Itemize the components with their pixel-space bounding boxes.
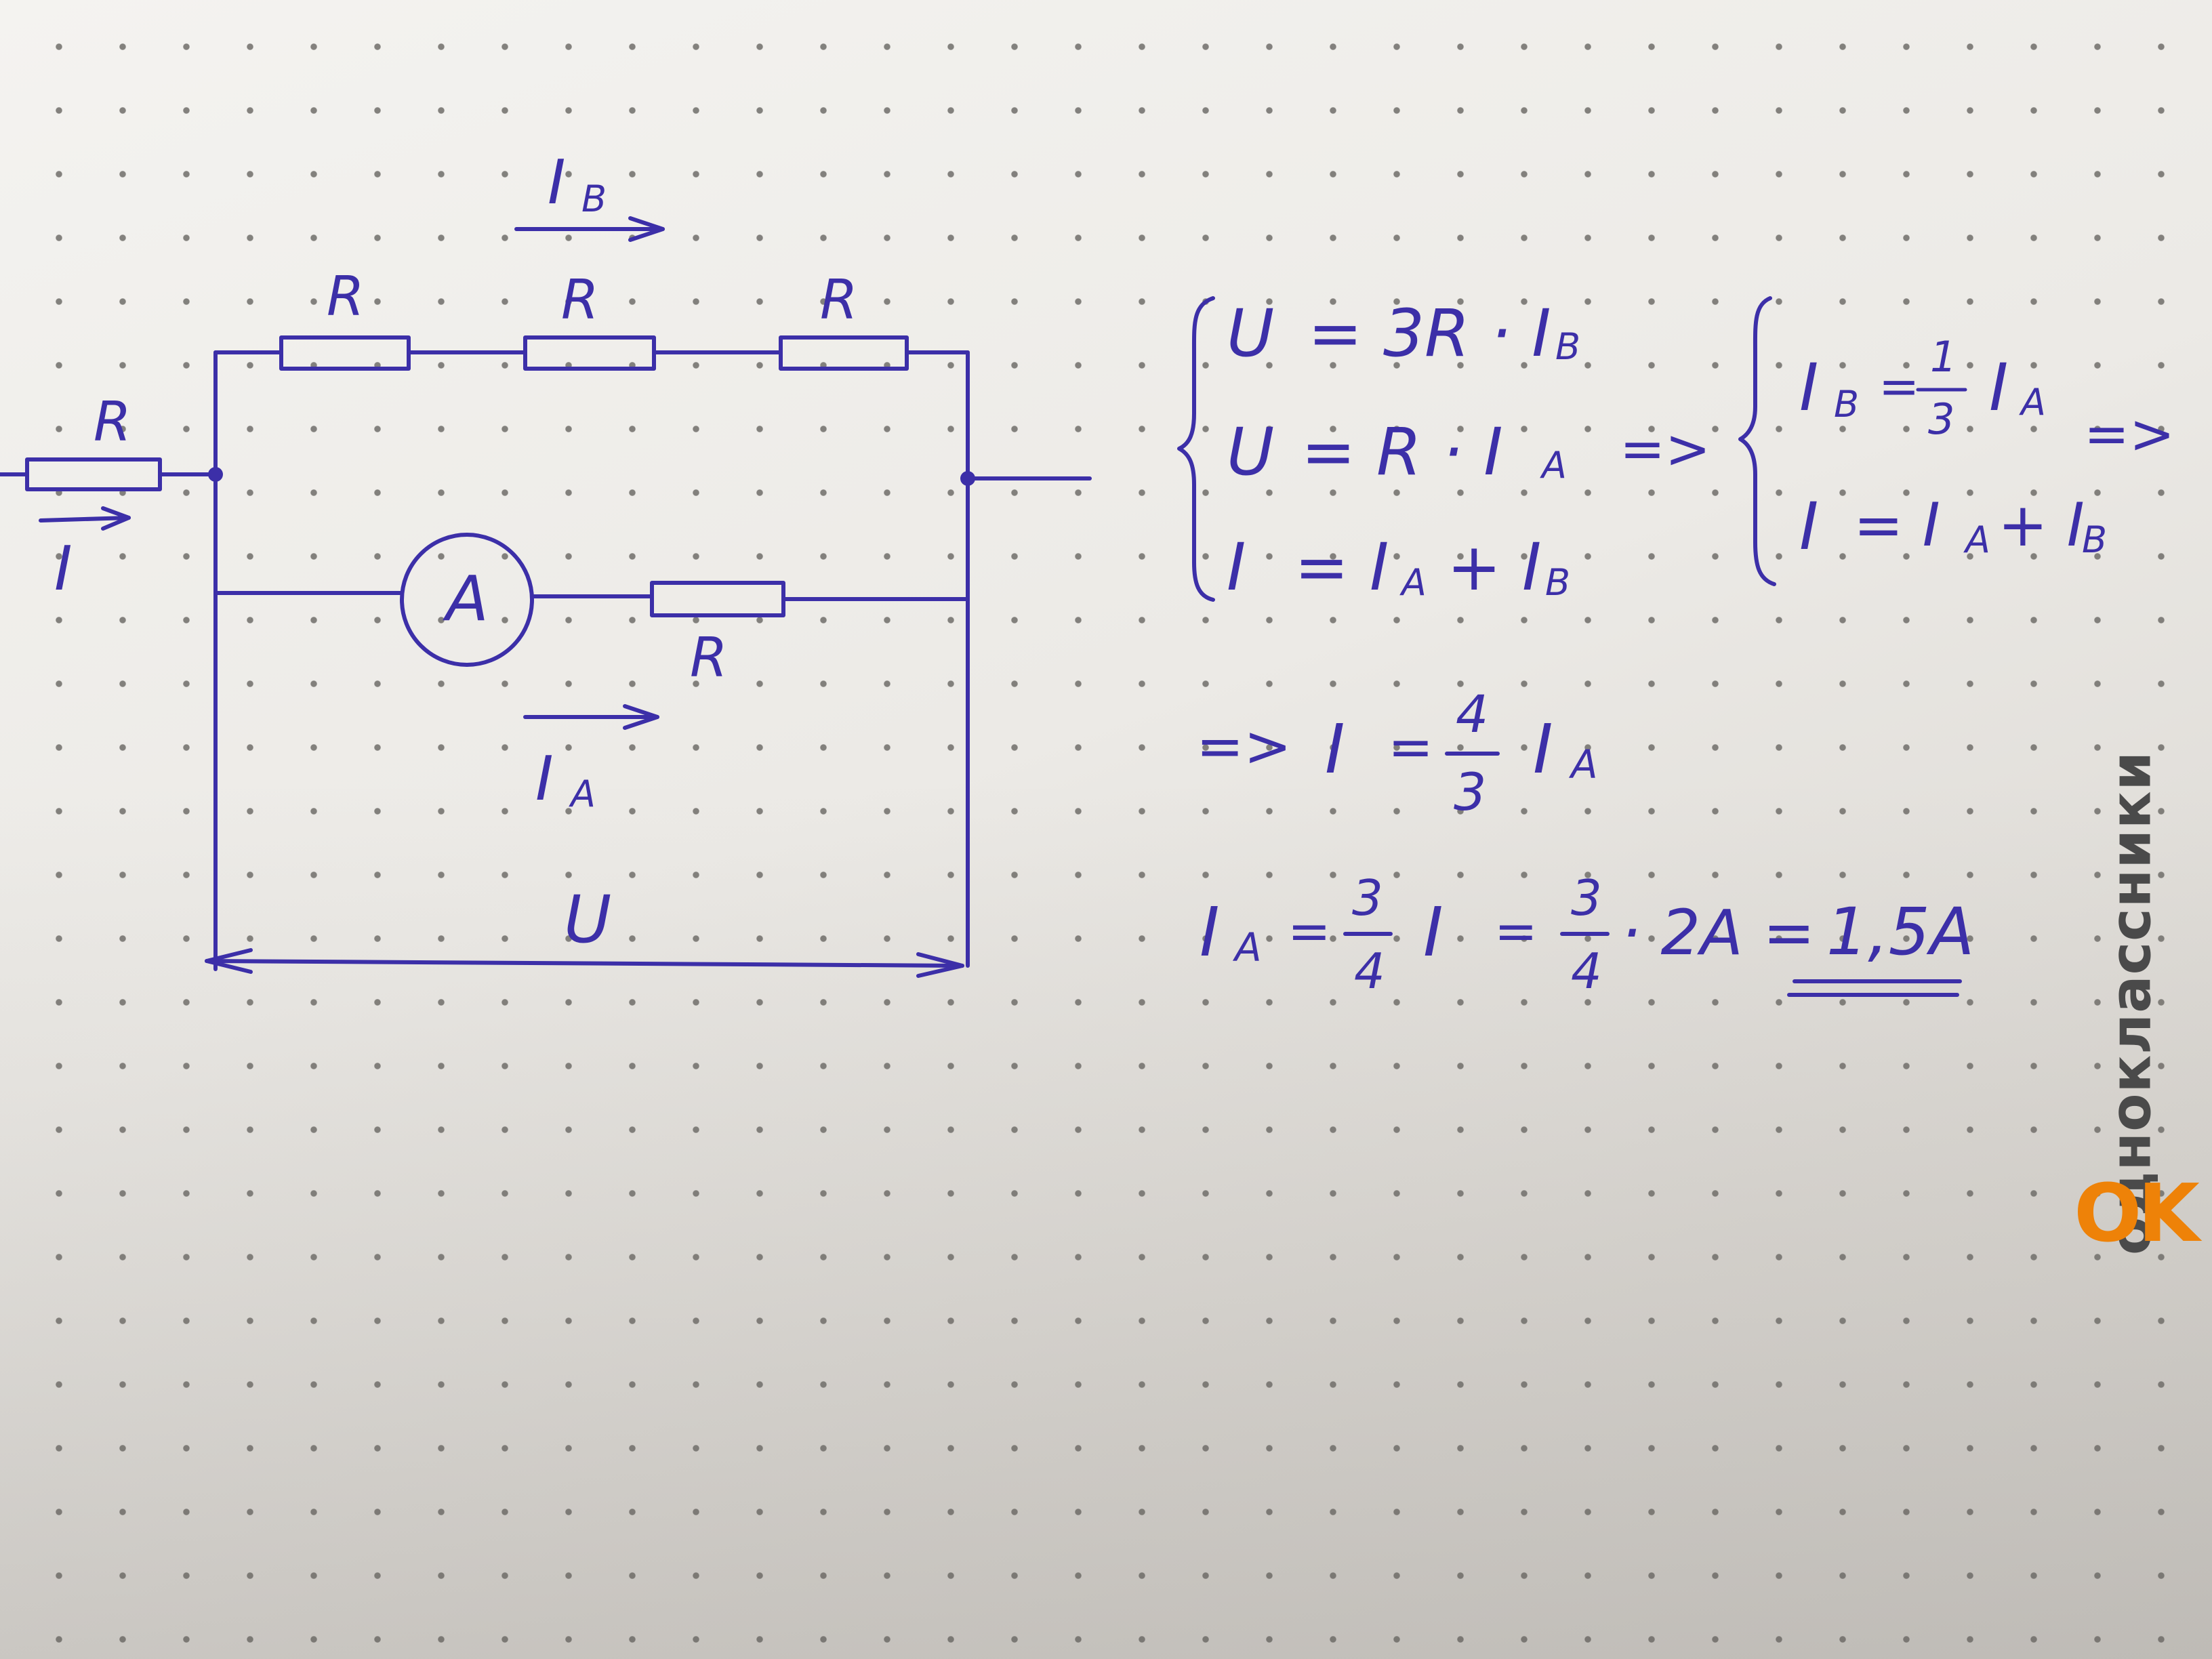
sys2-row1-rhs: I [1989, 350, 2008, 426]
current-arrow-total-head [101, 506, 131, 531]
result2-den2: 4 [1571, 943, 1602, 1000]
label-current-top-sub: B [581, 178, 607, 220]
result2-num1: 3 [1352, 869, 1383, 926]
sys2-row2-sub: A [1963, 518, 1990, 561]
sys2-row1-den: 3 [1928, 394, 1954, 444]
sys2-row1-lhs: I [1799, 350, 1818, 426]
result2-mid: I [1423, 893, 1443, 972]
paper-shadow [0, 779, 2212, 1659]
result2-lhs: I [1200, 893, 1220, 972]
voltage-arrow-line [205, 959, 964, 968]
sys2-row2-tail: + I [1998, 490, 2085, 560]
current-arrow-top-head [628, 216, 665, 242]
sys1-row2-lhs: U [1227, 414, 1274, 490]
label-current-total: I [54, 533, 73, 605]
label-r-top-3: R [820, 268, 858, 331]
label-ammeter: A [443, 562, 489, 635]
sys1-row3-rhs: = I [1294, 529, 1389, 605]
system1-brace [1177, 296, 1215, 602]
sys2-implies: => [2084, 403, 2175, 466]
resistor-series [25, 457, 162, 491]
ok-logo: OK [2067, 1166, 2203, 1260]
current-arrow-total [39, 516, 131, 523]
result1: => I = 4 3 I A [1196, 684, 1598, 822]
result2-eq1: = [1288, 901, 1331, 961]
label-voltage: U [564, 882, 611, 958]
current-arrow-bottom-head [623, 704, 659, 730]
sys1-row3-lhs: I [1227, 529, 1246, 605]
label-r-top-2: R [561, 268, 599, 331]
voltage-arrow-right-head [916, 952, 964, 978]
sys1-row1-sub: B [1555, 325, 1580, 368]
voltage-arrow-left-head [205, 948, 253, 974]
sys1-row1-rhs: = 3R · I [1308, 295, 1551, 371]
result1-rhs: I [1533, 710, 1553, 789]
ok-logo-text: OK [2074, 1166, 2200, 1260]
sys1-row3-tail: + I [1447, 529, 1541, 605]
circuit-diagram [0, 216, 1092, 978]
sys1-row2-sub: A [1540, 444, 1567, 487]
system1: U = 3R · I B U = R · I A => I = I A + I … [1227, 295, 1711, 605]
result2-den1: 4 [1354, 943, 1385, 1000]
result1-eq: = [1388, 716, 1433, 779]
sys1-row1-lhs: U [1227, 295, 1274, 371]
resistor-top-2 [523, 335, 656, 371]
sys2-row2-eq: = I [1853, 490, 1940, 560]
sys1-row3-sub: A [1399, 561, 1427, 604]
label-current-bottom: I [535, 743, 554, 815]
result1-num: 4 [1456, 684, 1488, 744]
result1-implies: => [1196, 713, 1292, 779]
sys2-row1-rhs-sub: A [2019, 381, 2046, 424]
sys1-row2-rhs: = R · I [1301, 414, 1503, 490]
label-r-middle: R [690, 626, 728, 689]
resistor-top-3 [779, 335, 909, 371]
result2-answer: 1,5A [1826, 894, 1974, 970]
ammeter [400, 533, 534, 667]
sys2-row1-eq: = [1879, 358, 1919, 415]
label-r-series: R [94, 390, 131, 453]
result2: I A = 3 4 I = 3 4 · 2A = 1,5A [1200, 869, 1974, 1000]
result2-lhs-sub: A [1232, 924, 1262, 970]
result1-rhs-sub: A [1568, 741, 1598, 787]
sys2-row2-lhs: I [1799, 489, 1818, 565]
result1-lhs: I [1325, 710, 1345, 789]
label-current-bottom-sub: A [569, 773, 596, 815]
result2-num2: 3 [1571, 869, 1602, 926]
label-current-top: I [548, 147, 566, 218]
circuit-labels: R R R R R A I I B I A U [54, 147, 858, 958]
resistor-top-1 [279, 335, 411, 371]
sys2-row2-tail-sub: B [2082, 518, 2107, 561]
result2-factor: · 2A = [1621, 897, 1815, 969]
resistor-middle [650, 581, 785, 617]
sys2-row1-lhs-sub: B [1834, 383, 1859, 426]
result1-den: 3 [1454, 762, 1486, 822]
result2-eq2: = [1494, 901, 1538, 961]
system2-brace [1738, 296, 1776, 586]
node-right [960, 471, 975, 486]
label-r-top-1: R [327, 265, 365, 328]
sys1-implies: => [1620, 417, 1711, 480]
node-left [208, 467, 223, 482]
sys1-row3-tail-sub: B [1545, 561, 1570, 604]
sys2-row1-num: 1 [1930, 332, 1957, 382]
system2: I B = 1 3 I A I = I A + I B [1799, 332, 2107, 565]
